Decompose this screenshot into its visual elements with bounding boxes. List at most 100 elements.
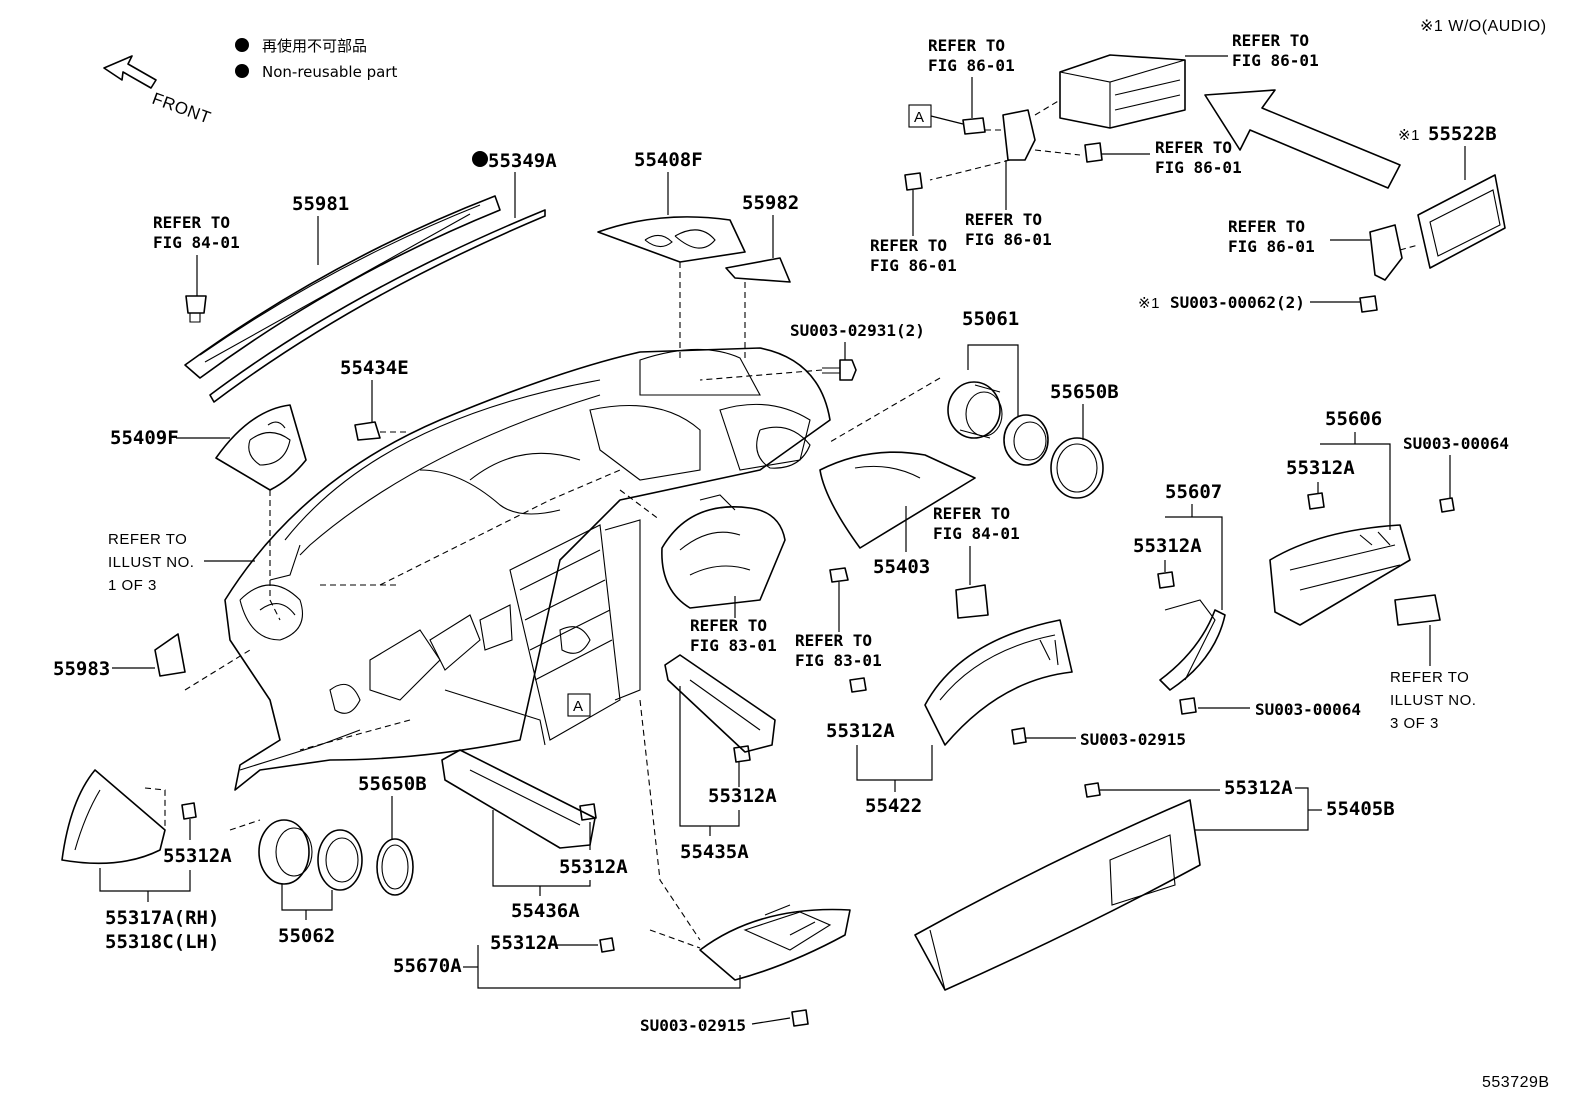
svg-text:FIG 86-01: FIG 86-01 (928, 56, 1015, 75)
legend-en-text: Non-reusable part (262, 63, 397, 81)
part-su-00064-b: SU003-00064 (1403, 434, 1509, 453)
bracket-55607-drawing (1157, 571, 1226, 715)
part-55606: 55606 (1325, 408, 1382, 430)
combination-meter-drawing (661, 494, 786, 609)
part-55983-drawing (154, 633, 186, 677)
vent-55062-drawing (258, 819, 414, 896)
part-55312A-g: 55312A (490, 932, 559, 954)
part-55403: 55403 (873, 556, 930, 578)
svg-text:FIG 86-01: FIG 86-01 (1228, 237, 1315, 256)
part-55650B-top: 55650B (1050, 381, 1119, 403)
svg-text:REFER TO: REFER TO (928, 36, 1005, 55)
part-55670A: 55670A (393, 955, 462, 977)
ref-83-01-a: REFER TO FIG 83-01 (690, 616, 777, 655)
clip-55434E-icon (354, 421, 381, 441)
ref-83-01-b: REFER TO FIG 83-01 (795, 631, 882, 670)
glove-box-drawing (914, 782, 1201, 991)
non-reusable-bullet-icon (235, 38, 249, 52)
non-reusable-bullet-icon (235, 64, 249, 78)
svg-text:REFER TO: REFER TO (870, 236, 947, 255)
ref-86-01-e: REFER TO FIG 86-01 (965, 210, 1052, 249)
part-55607: 55607 (1165, 481, 1222, 503)
svg-text:FIG 84-01: FIG 84-01 (933, 524, 1020, 543)
legend: 再使用不可部品 Non-reusable part (235, 37, 397, 81)
part-55435A: 55435A (680, 841, 749, 863)
part-su-00062: SU003-00062(2) (1170, 293, 1305, 312)
part-su-02915-b: SU003-02915 (640, 1016, 746, 1035)
vent-55670A-drawing (599, 904, 851, 1027)
audio-note: ※1 W/O(AUDIO) (1420, 18, 1547, 35)
front-label: FRONT (150, 89, 214, 128)
svg-text:REFER TO: REFER TO (153, 213, 230, 232)
part-55312A-a: 55312A (708, 785, 777, 807)
front-arrow-icon (103, 55, 157, 89)
svg-text:REFER TO: REFER TO (1390, 669, 1469, 686)
svg-text:FIG 83-01: FIG 83-01 (690, 636, 777, 655)
part-55409F: 55409F (110, 427, 179, 449)
part-55312A-c: 55312A (826, 720, 895, 742)
part-su-02931: SU003-02931(2) (790, 321, 925, 340)
ref-84-01-left: REFER TO FIG 84-01 (153, 213, 240, 252)
part-55408F: 55408F (634, 149, 703, 171)
part-su-00064-a: SU003-00064 (1255, 700, 1361, 719)
ref-86-01-c: REFER TO FIG 86-01 (1155, 138, 1242, 177)
part-su-02915-a: SU003-02915 (1080, 730, 1186, 749)
part-55062: 55062 (278, 925, 335, 947)
figure-id: 553729B (1482, 1074, 1550, 1091)
part-55318C: 55318C(LH) (105, 931, 219, 953)
part-55981: 55981 (292, 193, 349, 215)
defroster-garnish-drawing (184, 195, 546, 403)
part-55422: 55422 (865, 795, 922, 817)
ref-86-01-a: REFER TO FIG 86-01 (928, 36, 1015, 75)
panel-55409F-drawing (215, 404, 307, 491)
svg-text:FIG 86-01: FIG 86-01 (1232, 51, 1319, 70)
cover-55522B-drawing (1359, 174, 1506, 313)
box-a-label: A (573, 698, 584, 715)
part-55312A-e: 55312A (1286, 457, 1355, 479)
panel-55403-drawing (819, 451, 976, 549)
screw-icon (822, 359, 857, 381)
svg-text:REFER TO: REFER TO (795, 631, 872, 650)
box-a-label-top: A (914, 109, 925, 126)
part-55349A: 55349A (488, 150, 557, 172)
part-55317A: 55317A(RH) (105, 907, 219, 929)
panel-55606-drawing (1269, 492, 1455, 626)
ref-86-01-b: REFER TO FIG 86-01 (1232, 31, 1319, 70)
svg-text:FIG 84-01: FIG 84-01 (153, 233, 240, 252)
non-reusable-mark-icon (472, 151, 488, 167)
svg-text:REFER TO: REFER TO (1228, 217, 1305, 236)
ref-84-01-right: REFER TO FIG 84-01 (933, 504, 1020, 543)
svg-text:REFER TO: REFER TO (933, 504, 1010, 523)
screw-icon (1011, 727, 1027, 745)
screw-icon (904, 172, 923, 191)
svg-text:REFER TO: REFER TO (108, 531, 187, 548)
part-55982: 55982 (742, 192, 799, 214)
svg-text:FIG 86-01: FIG 86-01 (1155, 158, 1242, 177)
installation-arrow-icon (1204, 89, 1401, 189)
svg-text:REFER TO: REFER TO (690, 616, 767, 635)
part-55436A: 55436A (511, 900, 580, 922)
ref-86-01-d: REFER TO FIG 86-01 (870, 236, 957, 275)
mark-1-b: ※1 (1138, 295, 1160, 312)
svg-text:1 OF 3: 1 OF 3 (108, 577, 157, 594)
side-panel-drawing (61, 769, 197, 865)
part-55650B-bot: 55650B (358, 773, 427, 795)
instrument-panel-drawing (224, 347, 831, 791)
part-55061: 55061 (962, 308, 1019, 330)
ref-illust-1-of-3: REFER TO ILLUST NO. 1 OF 3 (108, 531, 194, 594)
vent-55061-drawing (947, 381, 1104, 499)
part-55312A-b: 55312A (559, 856, 628, 878)
part-55522B: 55522B (1428, 123, 1497, 145)
svg-text:REFER TO: REFER TO (965, 210, 1042, 229)
screw-icon (829, 567, 849, 583)
ref-86-01-f: REFER TO FIG 86-01 (1228, 217, 1315, 256)
svg-text:3 OF 3: 3 OF 3 (1390, 715, 1439, 732)
audio-bracket-drawing (962, 54, 1186, 161)
part-55434E: 55434E (340, 357, 409, 379)
part-55312A-h: 55312A (163, 845, 232, 867)
svg-text:ILLUST NO.: ILLUST NO. (1390, 692, 1476, 709)
svg-text:FIG 83-01: FIG 83-01 (795, 651, 882, 670)
mark-1: ※1 (1398, 127, 1420, 144)
cluster-55422-drawing (849, 584, 1073, 746)
